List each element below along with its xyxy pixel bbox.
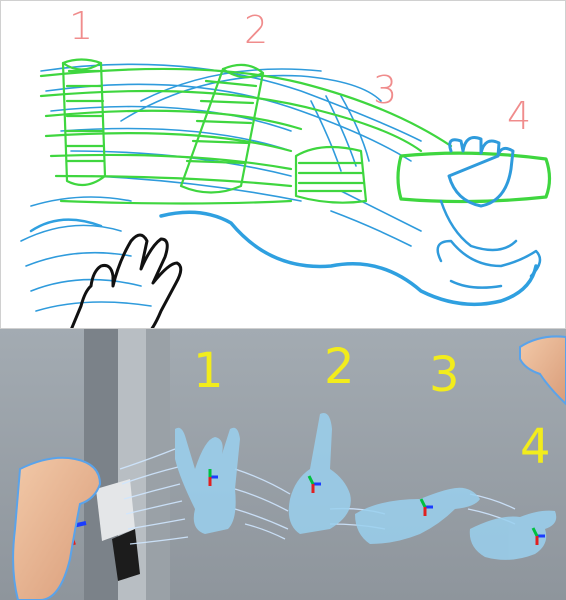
render-label-2: 2 (324, 339, 355, 395)
sketch-drawing (20, 58, 552, 328)
sketch-label-4: 4 (507, 94, 532, 138)
sketch-panel: 1 2 3 4 (0, 0, 566, 329)
handle-block (96, 479, 135, 541)
user-hand-corner (519, 335, 566, 406)
render-panel: 1 2 3 4 (0, 329, 566, 600)
sketch-label-3: 3 (373, 68, 398, 112)
ghost-hand-2 (288, 413, 351, 534)
ghost-hand-1 (175, 427, 240, 534)
hand-outlines (39, 58, 552, 205)
sketch-label-1: 1 (69, 4, 94, 48)
user-hand (12, 456, 102, 600)
ghost-hand-4 (469, 510, 557, 560)
render-label-4: 4 (520, 419, 551, 475)
render-label-3: 3 (429, 347, 460, 403)
grasping-hand-sketch (447, 136, 515, 208)
render-label-1: 1 (193, 343, 224, 399)
ghost-hand-3 (355, 487, 480, 544)
render-scene (0, 329, 566, 600)
ghost-hands (175, 413, 557, 560)
sketch-label-2: 2 (244, 8, 269, 52)
body-outline (159, 210, 538, 307)
user-hand-sketch (70, 233, 183, 328)
